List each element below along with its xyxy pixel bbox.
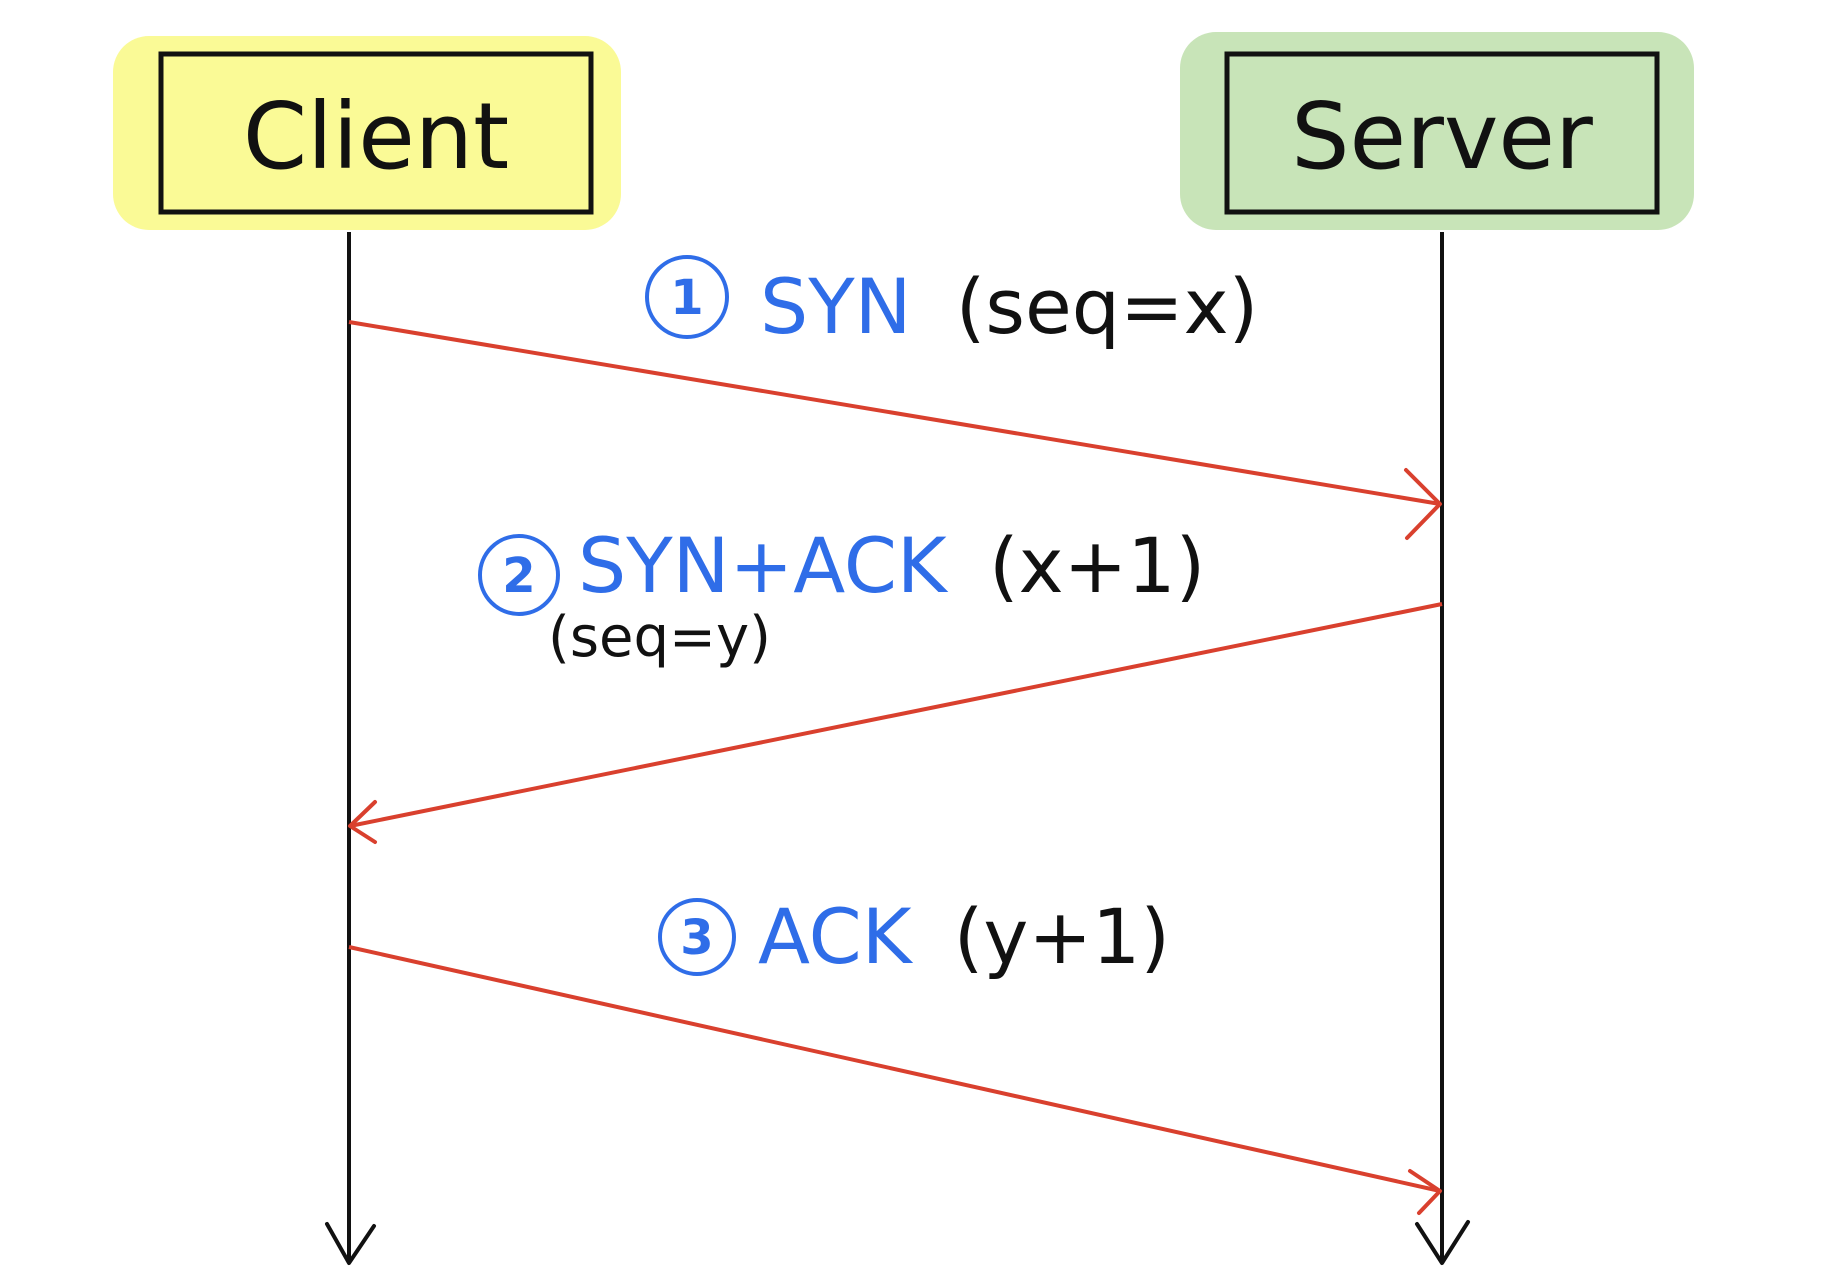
- server-lifeline: [1415, 232, 1470, 1265]
- ack-label: ACK (y+1): [758, 892, 1170, 981]
- step-2-number: 2: [502, 548, 535, 604]
- ack-detail: (y+1): [954, 892, 1170, 981]
- client-box: [158, 51, 594, 215]
- ack-arrowhead: [1408, 1169, 1442, 1215]
- client-lifeline: [325, 232, 376, 1265]
- syn-arrow: [348, 320, 1441, 506]
- step-1-number: 1: [670, 270, 703, 326]
- client-label: Client: [243, 83, 509, 190]
- client-lifeline-arrowhead: [325, 1222, 376, 1265]
- client-node: Client: [113, 36, 621, 230]
- step-3-number: 3: [680, 910, 713, 966]
- syn-ack-detail: (x+1): [989, 521, 1205, 610]
- syn-detail: (seq=x): [956, 262, 1259, 351]
- syn-ack-name: SYN+ACK: [578, 521, 949, 610]
- syn-label: SYN (seq=x): [760, 262, 1258, 351]
- syn-ack-label: SYN+ACK (x+1): [578, 521, 1205, 610]
- server-node: Server: [1180, 32, 1694, 230]
- step-2-circle: [478, 534, 560, 616]
- syn-name: SYN: [760, 262, 912, 351]
- server-label: Server: [1291, 83, 1593, 190]
- step-3-circle: [658, 898, 736, 976]
- step-1-circle: [645, 255, 729, 339]
- server-lifeline-arrowhead: [1415, 1220, 1470, 1265]
- ack-name: ACK: [758, 892, 914, 981]
- ack-arrow: [348, 945, 1441, 1193]
- syn-ack-arrow: [349, 602, 1443, 828]
- syn-arrowhead: [1404, 468, 1442, 540]
- message-syn: 1 SYN (seq=x): [348, 255, 1442, 540]
- syn-ack-arrowhead: [348, 800, 377, 844]
- syn-ack-sub: (seq=y): [548, 605, 771, 670]
- server-box: [1224, 51, 1660, 215]
- message-ack: 3 ACK (y+1): [348, 892, 1442, 1215]
- message-syn-ack: 2 SYN+ACK (x+1) (seq=y): [348, 521, 1443, 844]
